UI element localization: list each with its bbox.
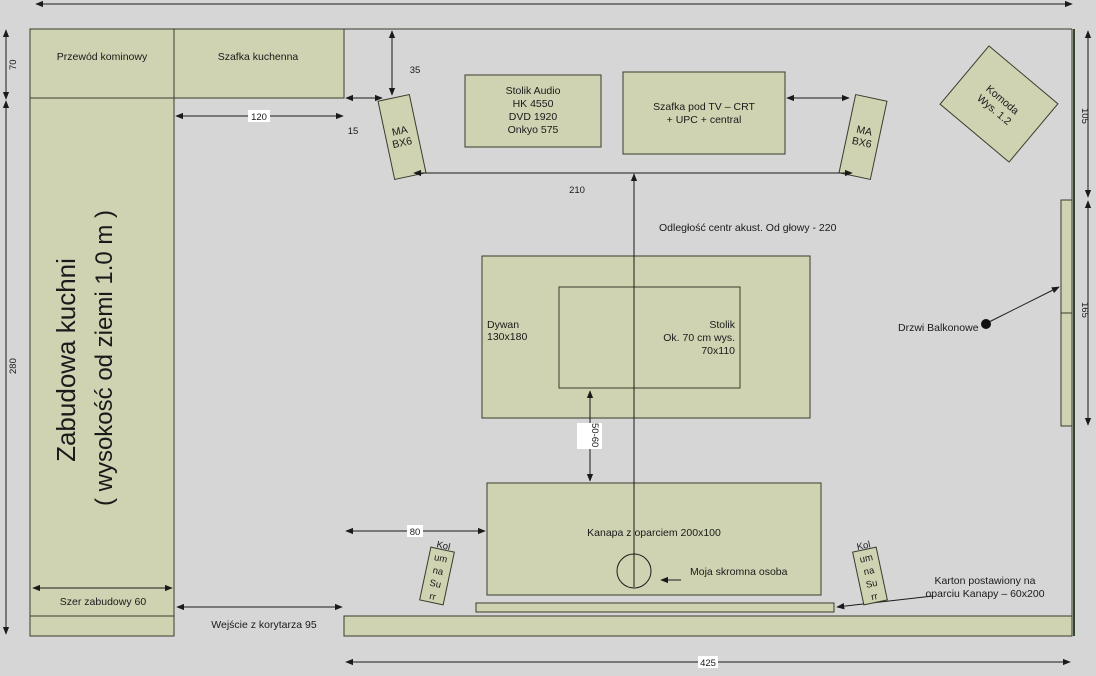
tv-cabinet-label-2: + UPC + central — [667, 114, 742, 126]
surround-right-label-2: um — [859, 552, 874, 566]
surround-left-label-2: um — [433, 552, 448, 566]
bottom-dimension-425: 425 — [345, 656, 1071, 669]
surround-right-label-5: rr — [870, 591, 878, 603]
center-distance-label: Odległość centr akust. Od głowy - 220 — [659, 222, 837, 234]
audio-rack: Stolik Audio HK 4550 DVD 1920 Onkyo 575 — [464, 74, 602, 148]
backrest-box-label-2: oparciu Kanapy – 60x200 — [925, 588, 1044, 600]
dim-label-105: 105 — [1079, 108, 1090, 124]
listener: Moja skromna osoba — [616, 553, 788, 589]
kitchen-built-in-height: ( wysokość od ziemi 1.0 m ) — [91, 210, 118, 506]
coffee-table-label-3: 70x110 — [701, 345, 735, 357]
surround-right-label-1: Kol — [856, 539, 872, 553]
tv-cabinet: Szafka pod TV – CRT + UPC + central — [622, 71, 786, 155]
carpet-label-2: 130x180 — [487, 331, 527, 343]
dim-label-35: 35 — [410, 65, 421, 76]
speaker-right: MA BX6 — [838, 93, 888, 181]
surround-left-label-4: Su — [428, 578, 442, 591]
speaker-left: MA BX6 — [377, 93, 427, 181]
coffee-table-label-1: Stolik — [709, 319, 735, 331]
balcony-door: Drzwi Balkonowe — [898, 199, 1073, 427]
dim-label-280: 280 — [8, 358, 19, 374]
dimension-50-60: 50-60 — [577, 390, 602, 482]
audio-rack-label-2: HK 4550 — [513, 98, 554, 110]
entrance: Wejście z korytarza 95 — [176, 603, 343, 631]
dim-label-50-60: 50-60 — [589, 423, 600, 447]
surround-left-label-3: na — [432, 565, 445, 578]
dresser: Komoda Wys. 1.2 — [939, 45, 1059, 163]
floor-strip-right — [343, 615, 1073, 637]
surround-right-label-4: Su — [865, 578, 879, 591]
dim-label-165: 165 — [1079, 302, 1090, 318]
audio-rack-label-1: Stolik Audio — [506, 85, 561, 97]
audio-rack-label-3: DVD 1920 — [509, 111, 558, 123]
sofa: Kanapa z oparciem 200x100 — [486, 482, 822, 596]
dimension-15: 15 — [345, 94, 383, 137]
entrance-label: Wejście z korytarza 95 — [211, 619, 317, 631]
speaker-left-label-2: BX6 — [391, 135, 413, 151]
dimension-80: 80 — [345, 525, 486, 538]
left-dimension-70: 70 — [2, 29, 19, 100]
dimension-120: 120 — [175, 110, 344, 123]
backrest-box-label-1: Karton postawiony na — [935, 575, 1036, 587]
tv-cabinet-label-1: Szafka pod TV – CRT — [653, 101, 755, 113]
surround-left-label-1: Kol — [435, 539, 451, 553]
coffee-table: Stolik Ok. 70 cm wys. 70x110 — [558, 286, 741, 389]
dim-label-70: 70 — [8, 59, 19, 70]
carpet-label-1: Dywan — [487, 319, 519, 331]
kitchen-built-in-label: Zabudowa kuchni — [51, 258, 81, 462]
coffee-table-label-2: Ok. 70 cm wys. — [663, 332, 735, 344]
surround-right-label-3: na — [863, 565, 876, 578]
speaker-left-label-1: MA — [391, 124, 409, 139]
chimney: Przewód kominowy — [29, 28, 175, 99]
kitchen-built-in: Zabudowa kuchni ( wysokość od ziemi 1.0 … — [29, 97, 175, 617]
left-dimension-280: 280 — [2, 100, 19, 635]
dim-label-80: 80 — [410, 527, 421, 538]
right-dimension-105: 105 — [1079, 30, 1092, 198]
right-dimension-165: 165 — [1079, 200, 1092, 426]
balcony-door-label: Drzwi Balkonowe — [898, 322, 979, 334]
audio-rack-label-4: Onkyo 575 — [508, 124, 559, 136]
surround-left-label-5: rr — [428, 591, 436, 603]
listener-label: Moja skromna osoba — [690, 566, 788, 578]
dimension-210: 210 — [413, 169, 853, 196]
sofa-label: Kanapa z oparciem 200x100 — [587, 527, 721, 539]
kitchen-width-label: Szer zabudowy 60 — [60, 596, 147, 608]
surround-left: Kol um na Su rr — [419, 539, 455, 606]
kitchen-cabinet-label: Szafka kuchenna — [218, 51, 299, 63]
chimney-label: Przewód kominowy — [57, 51, 148, 63]
kitchen-cabinet: Szafka kuchenna — [173, 28, 345, 99]
speaker-right-label-2: BX6 — [851, 135, 873, 151]
dim-label-210: 210 — [569, 185, 585, 196]
dim-label-425: 425 — [700, 658, 716, 669]
dimension-35: 35 — [388, 30, 421, 96]
floor-strip-left — [29, 615, 175, 637]
dim-label-120: 120 — [251, 112, 267, 123]
speaker-right-label-1: MA — [855, 124, 873, 139]
dim-label-15: 15 — [348, 126, 359, 137]
backrest-box: Karton postawiony na oparciu Kanapy – 60… — [475, 575, 1045, 613]
surround-right: Kol um na Su rr — [852, 539, 888, 606]
